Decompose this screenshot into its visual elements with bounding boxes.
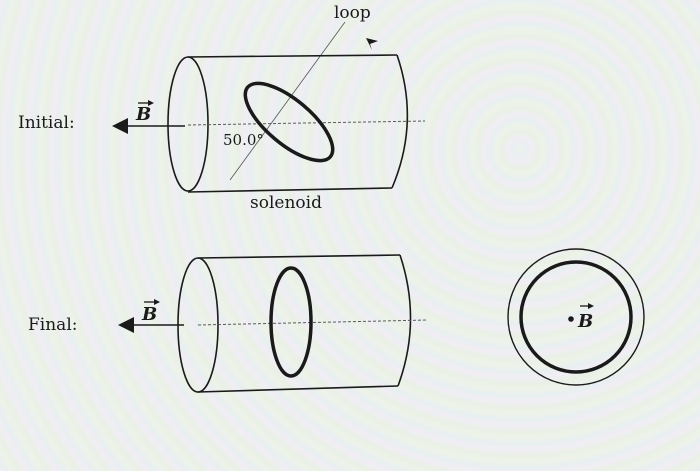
loop-axis-line	[229, 21, 346, 181]
solenoid-final	[177, 254, 412, 393]
loop-initial	[243, 81, 335, 163]
solenoid-initial	[167, 54, 409, 193]
angle-label: 50.0°	[223, 131, 264, 149]
solenoid-end-circle	[507, 248, 645, 386]
loop-label: loop	[334, 3, 371, 23]
solenoid-label: solenoid	[250, 193, 322, 213]
final-label: Final:	[28, 315, 77, 335]
solenoid-axis-final	[197, 319, 429, 326]
loop-end-circle	[519, 260, 633, 374]
loop-final	[269, 266, 313, 378]
field-arrow-final: B	[118, 299, 184, 333]
dot-icon	[568, 316, 574, 322]
solenoid-axis-initial	[187, 120, 426, 126]
final-diagram: Final: B	[28, 254, 429, 393]
arrow-pointer-icon	[366, 38, 378, 50]
arrow-left-icon	[118, 317, 134, 333]
initial-label: Initial:	[18, 113, 75, 133]
initial-diagram: Initial: B 50.0° loop solenoid	[18, 3, 426, 213]
field-vector-label-initial: B	[135, 104, 151, 125]
end-view: B	[507, 248, 645, 386]
field-vector-label-end: B	[577, 311, 593, 332]
arrow-left-icon	[112, 118, 128, 134]
field-vector-label-final: B	[141, 304, 157, 325]
field-arrow-initial: B	[112, 100, 185, 134]
